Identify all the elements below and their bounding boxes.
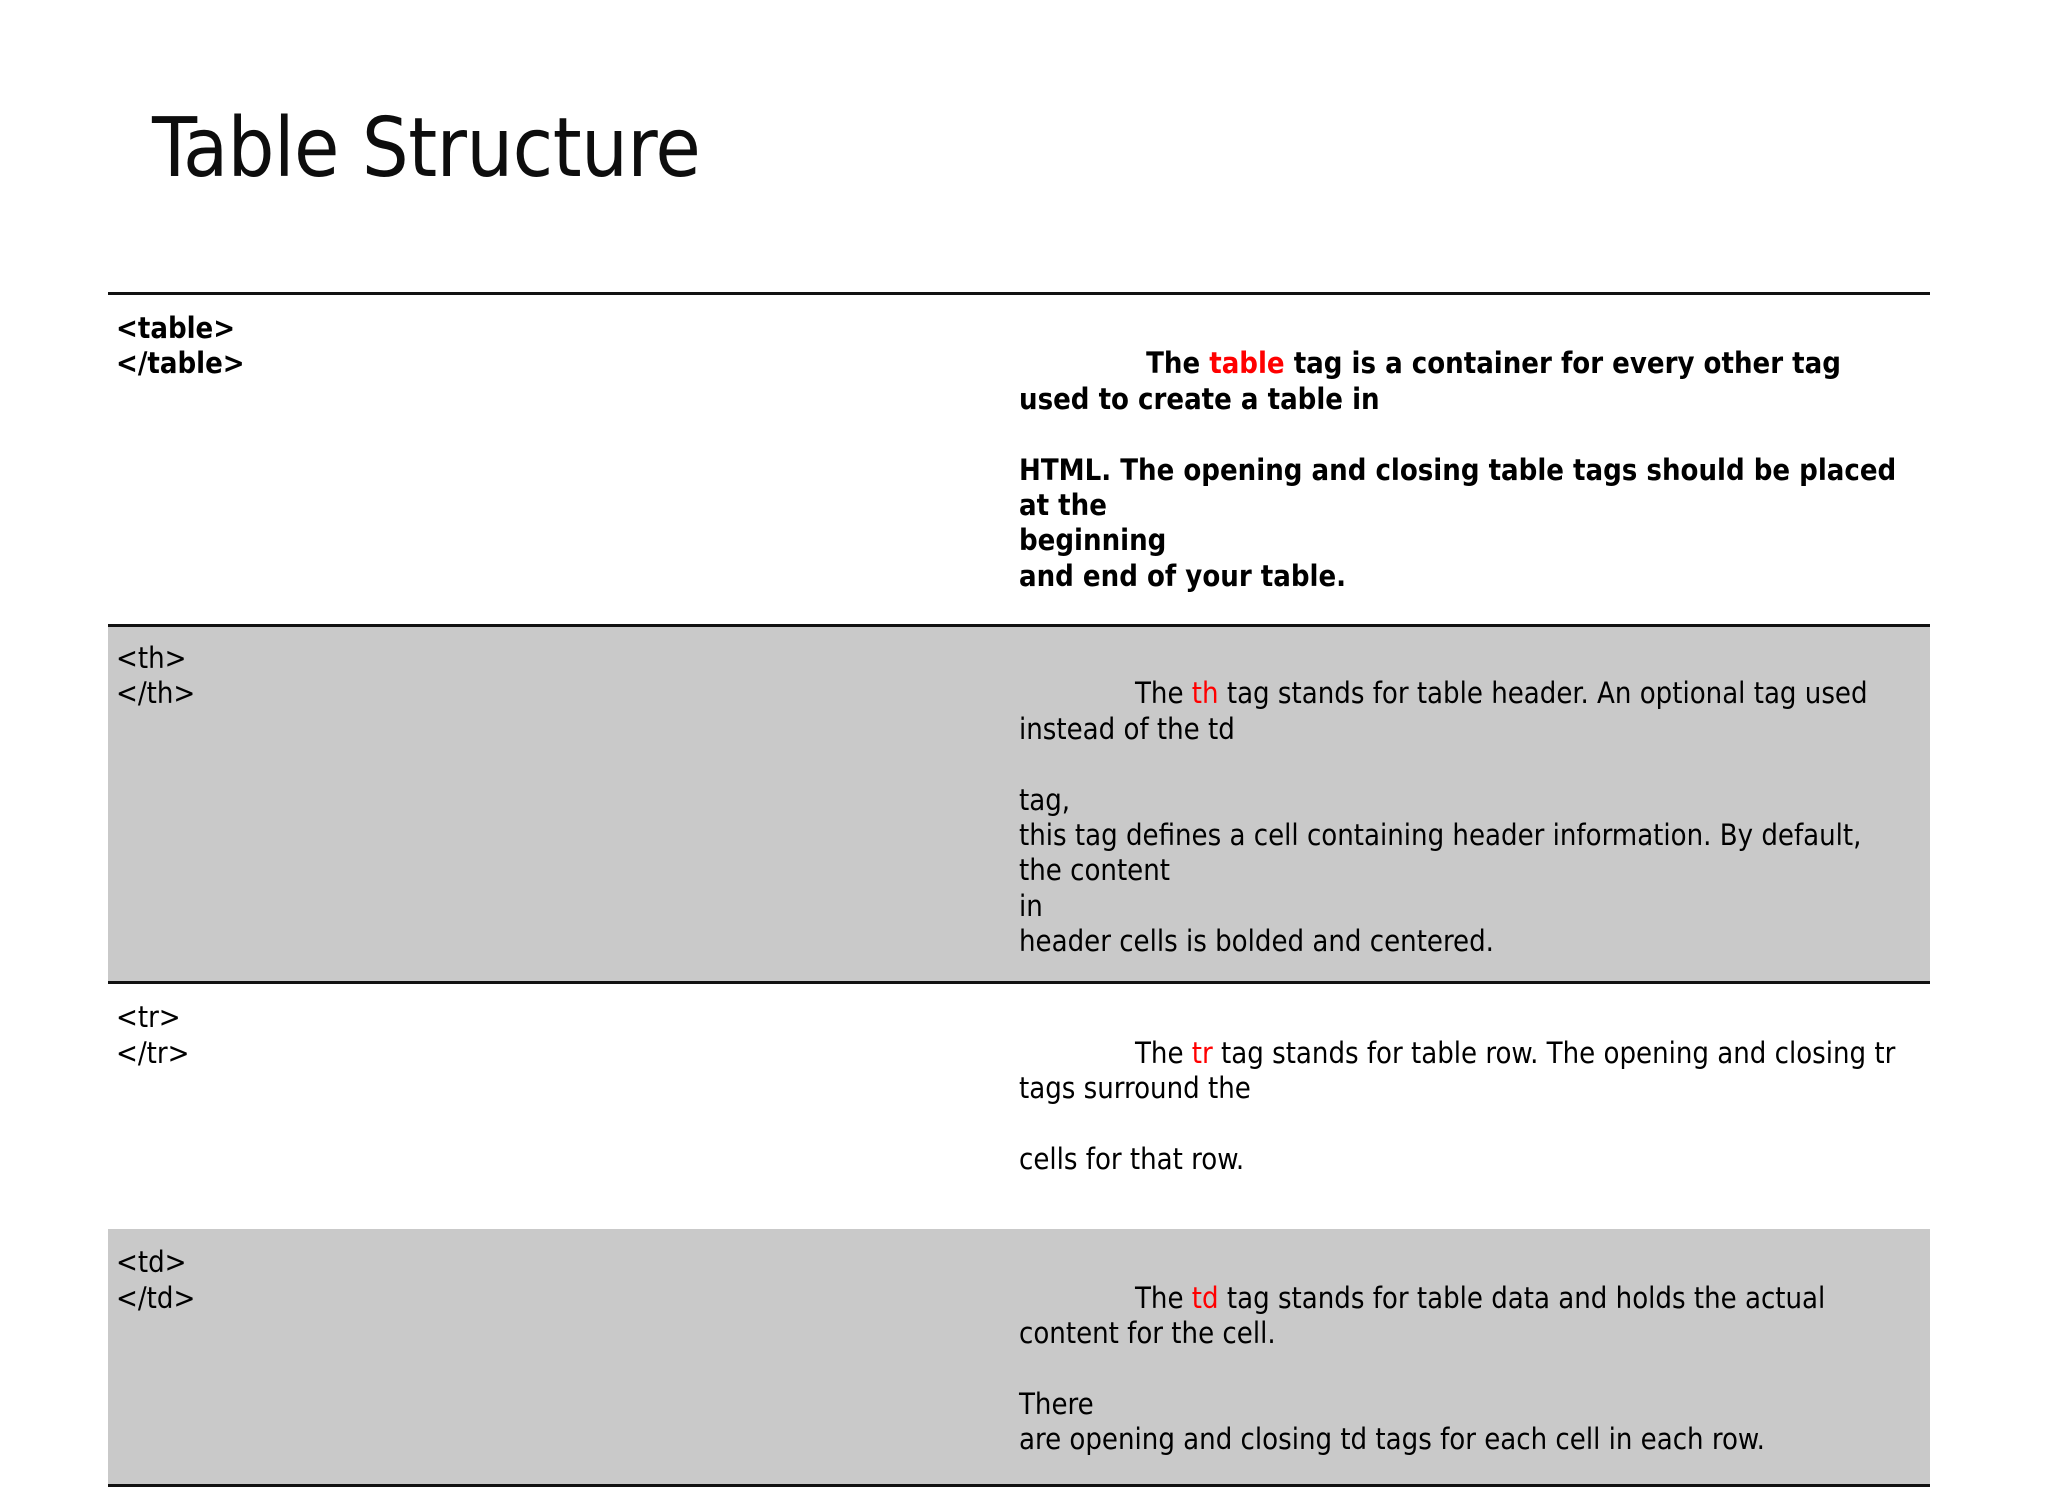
description-line: header cells is bolded and centered. xyxy=(1019,924,1494,958)
table-row: <table> </table> The table tag is a cont… xyxy=(108,293,1930,626)
description-line-rest: tag stands for table header. An optional… xyxy=(1019,676,1876,746)
description-line: and end of your table. xyxy=(1019,558,1347,593)
description-line: The th tag stands for table header. An o… xyxy=(1019,641,1912,783)
tag-close-label: </th> xyxy=(116,676,196,711)
description-cell-content: The th tag stands for table header. An o… xyxy=(1019,627,1930,981)
tag-name-highlight: th xyxy=(1191,676,1219,711)
description-line: The tr tag stands for table row. The ope… xyxy=(1019,1000,1912,1142)
description-cell: The td tag stands for table data and hol… xyxy=(1019,1229,1930,1485)
description-prefix: The xyxy=(1134,676,1192,711)
tag-cell-content: <th> </th> xyxy=(108,627,1019,734)
tag-close-label: </tr> xyxy=(116,1035,190,1070)
description-line: HTML. The opening and closing table tags… xyxy=(1019,452,1906,522)
tag-name-highlight: table xyxy=(1209,346,1285,381)
description-cell-content: The tr tag stands for table row. The ope… xyxy=(1019,984,1930,1229)
page-title: Table Structure xyxy=(152,101,701,196)
description-prefix: The xyxy=(1134,1035,1192,1070)
tag-cell: <table> </table> xyxy=(108,294,1019,626)
slide-canvas: Table Structure <table> </table> The tab… xyxy=(108,101,1930,1485)
table-body: <table> </table> The table tag is a cont… xyxy=(108,293,1930,1485)
tag-name-highlight: tr xyxy=(1191,1035,1213,1070)
table-row: <th> </th> The th tag stands for table h… xyxy=(108,625,1930,983)
tag-cell-content: <td> </td> xyxy=(108,1229,1019,1342)
tag-close-label: </td> xyxy=(116,1280,196,1315)
tag-cell-content: <table> </table> xyxy=(108,295,1019,412)
description-line: beginning xyxy=(1019,523,1167,558)
description-line-rest: tag stands for table row. The opening an… xyxy=(1019,1035,1904,1106)
description-line: There xyxy=(1019,1386,1094,1421)
description-line-rest: tag is a container for every other tag u… xyxy=(1019,346,1850,416)
description-line: The td tag stands for table data and hol… xyxy=(1019,1245,1912,1387)
tag-cell-content: <tr> </tr> xyxy=(108,984,1019,1123)
description-prefix: The xyxy=(1146,346,1210,381)
description-cell-content: The table tag is a container for every o… xyxy=(1019,295,1930,624)
description-line: in xyxy=(1019,888,1043,923)
description-line: cells for that row. xyxy=(1019,1141,1245,1176)
description-line: are opening and closing td tags for each… xyxy=(1019,1422,1765,1457)
description-line: this tag defines a cell containing heade… xyxy=(1019,817,1870,888)
description-cell: The tr tag stands for table row. The ope… xyxy=(1019,983,1930,1229)
html-tag-reference-table: <table> </table> The table tag is a cont… xyxy=(108,292,1930,1487)
description-line: The table tag is a container for every o… xyxy=(1019,311,1912,453)
tag-open-label: <tr> xyxy=(116,1000,181,1035)
tag-open-label: <table> xyxy=(116,311,236,345)
description-line: tag, xyxy=(1019,782,1071,817)
description-cell: The table tag is a container for every o… xyxy=(1019,294,1930,626)
tag-cell: <tr> </tr> xyxy=(108,983,1019,1229)
tag-cell: <th> </th> xyxy=(108,625,1019,983)
description-cell-content: The td tag stands for table data and hol… xyxy=(1019,1229,1930,1483)
tag-cell: <td> </td> xyxy=(108,1229,1019,1485)
table-row: <tr> </tr> The tr tag stands for table r… xyxy=(108,982,1930,1229)
tag-close-label: </table> xyxy=(116,346,245,381)
tag-open-label: <th> xyxy=(116,641,187,675)
table-row: <td> </td> The td tag stands for table d… xyxy=(108,1229,1930,1485)
description-prefix: The xyxy=(1134,1280,1192,1315)
tag-open-label: <td> xyxy=(116,1245,187,1280)
tag-name-highlight: td xyxy=(1191,1280,1219,1315)
description-cell: The th tag stands for table header. An o… xyxy=(1019,625,1930,983)
